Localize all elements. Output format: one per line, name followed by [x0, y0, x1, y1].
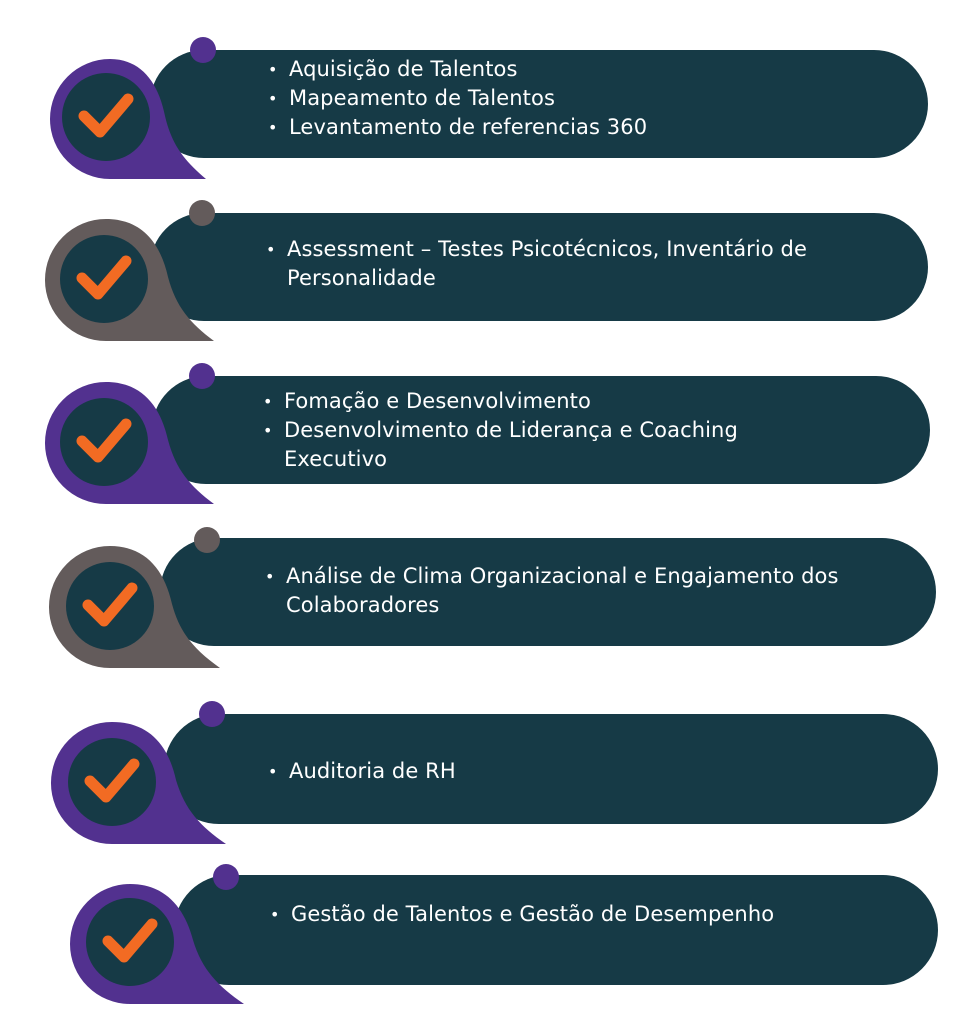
bullet-item: Fomação e Desenvolvimento — [263, 387, 823, 416]
bullet-item: Desenvolvimento de Liderança e Coaching … — [263, 416, 823, 474]
accent-dot — [213, 864, 239, 890]
list-item: Gestão de Talentos e Gestão de Desempenh… — [0, 862, 968, 1022]
list-item: Assessment – Testes Psicotécnicos, Inven… — [0, 199, 968, 359]
card-text: Análise de Clima Organizacional e Engaja… — [265, 562, 905, 620]
pill-background — [174, 875, 938, 985]
accent-dot — [189, 200, 215, 226]
accent-dot — [190, 37, 216, 63]
bullet-item: Gestão de Talentos e Gestão de Desempenh… — [270, 900, 910, 929]
list-item: Auditoria de RH — [0, 700, 968, 860]
check-icon — [76, 255, 132, 300]
check-icon — [78, 93, 134, 138]
check-icon — [76, 418, 132, 463]
check-icon — [82, 582, 138, 627]
card-text: Assessment – Testes Psicotécnicos, Inven… — [266, 235, 906, 293]
check-icon — [102, 918, 158, 963]
bullet-item: Auditoria de RH — [268, 757, 908, 786]
card-text: Aquisição de Talentos Mapeamento de Tale… — [268, 55, 908, 142]
card-shape — [70, 864, 938, 1004]
card-text: Fomação e Desenvolvimento Desenvolviment… — [263, 387, 823, 474]
accent-dot — [194, 527, 220, 553]
bullet-item: Assessment – Testes Psicotécnicos, Inven… — [266, 235, 906, 293]
bullet-item: Aquisição de Talentos — [268, 55, 908, 84]
bullet-item: Mapeamento de Talentos — [268, 84, 908, 113]
bullet-item: Levantamento de referencias 360 — [268, 113, 908, 142]
accent-dot — [189, 363, 215, 389]
bullet-item: Análise de Clima Organizacional e Engaja… — [265, 562, 905, 620]
accent-dot — [199, 701, 225, 727]
check-icon — [84, 758, 140, 803]
list-item: Fomação e Desenvolvimento Desenvolviment… — [0, 362, 968, 522]
card-text: Auditoria de RH — [268, 757, 908, 786]
list-item: Aquisição de Talentos Mapeamento de Tale… — [0, 36, 968, 196]
list-item: Análise de Clima Organizacional e Engaja… — [0, 526, 968, 686]
card-text: Gestão de Talentos e Gestão de Desempenh… — [270, 900, 910, 929]
